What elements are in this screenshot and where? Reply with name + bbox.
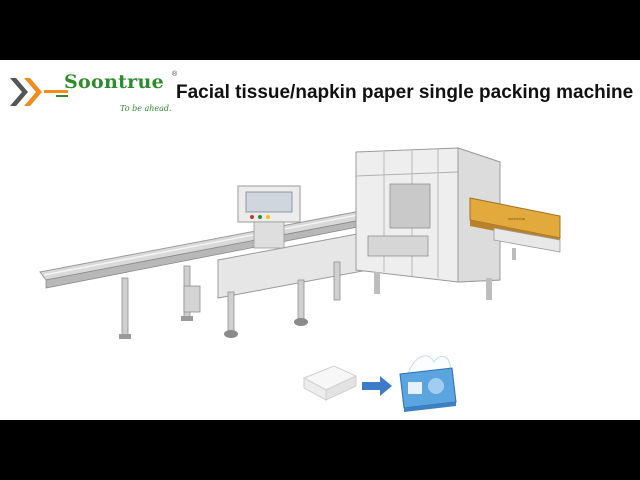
soontrue-logo: Soontrue ® To be ahead. <box>8 70 178 114</box>
packing-machine-illustration: SOONTRUE <box>39 147 561 339</box>
brand-name: Soontrue <box>64 71 164 93</box>
registered-mark: ® <box>172 71 178 78</box>
arrow-right-icon <box>362 376 392 396</box>
video-frame: Soontrue ® To be ahead. Facial tissue/na… <box>0 60 640 420</box>
svg-text:SOONTRUE: SOONTRUE <box>508 217 525 221</box>
logo-chevrons-icon <box>10 78 176 106</box>
brand-slogan: To be ahead. <box>120 104 172 113</box>
letterbox-top <box>0 0 640 60</box>
video-title: Facial tissue/napkin paper single packin… <box>176 82 634 103</box>
letterbox-bottom <box>0 420 640 480</box>
product-transformation <box>302 355 457 412</box>
